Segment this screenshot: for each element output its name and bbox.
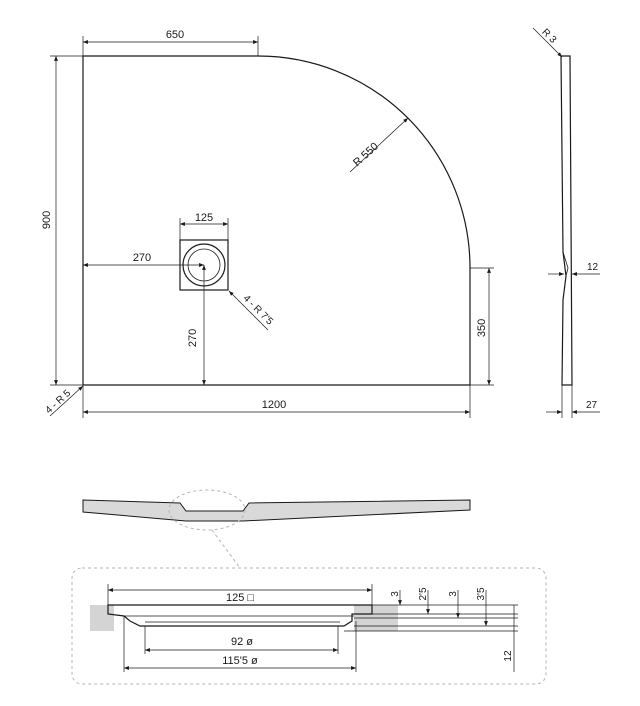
center-thickness-label: 12 (587, 262, 599, 273)
dimension-drain-size: 125 (179, 212, 229, 240)
section-view (82, 489, 471, 569)
detail-callout-circle (168, 489, 246, 531)
dimension-outer-diameter: 115'5 ø (123, 616, 357, 672)
edge-thickness-label: 27 (586, 400, 598, 411)
section-profile (82, 499, 471, 522)
square-label: 125 □ (226, 592, 254, 604)
detail-callout-leader (211, 529, 241, 569)
width-label: 1200 (262, 399, 286, 411)
side-straight-label: 350 (476, 319, 488, 337)
edge-radius-label: R 3 (539, 27, 558, 46)
dimension-arc-radius: R 550 (349, 117, 409, 173)
drain-size-label: 125 (195, 212, 213, 224)
dimension-square: 125 □ (107, 584, 373, 605)
top-straight-label: 650 (166, 29, 184, 41)
detail-frame (71, 567, 547, 685)
height-label: 900 (41, 211, 53, 229)
dimension-edge-thickness: 27 (546, 385, 600, 418)
drain-offset-y-label: 270 (187, 329, 199, 347)
tray-section-left (90, 605, 114, 631)
outer-diameter-label: 115'5 ø (222, 655, 258, 667)
dimension-inner-diameter: 92 ø (144, 626, 339, 654)
side-view: R 3 12 27 (532, 27, 600, 418)
dimension-depth: 12 (503, 605, 515, 672)
corner-radius-label: 4 - R 5 (43, 388, 73, 417)
dimension-side-straight: 350 (470, 267, 494, 386)
dimension-drain-offset-x: 270 (83, 252, 204, 267)
plan-view: 650 900 1200 350 R 550 (41, 29, 494, 418)
dimension-edge-radius: R 3 (532, 27, 563, 58)
side-profile (560, 55, 573, 386)
dimension-drain-offset-y: 270 (187, 265, 206, 385)
inner-diameter-label: 92 ø (231, 636, 253, 648)
drain-offset-x-label: 270 (133, 252, 151, 264)
step-label-3: 3 (448, 591, 459, 597)
step-label-4: 3'5 (476, 587, 487, 600)
tray-outline (82, 55, 471, 386)
dimension-width: 1200 (82, 385, 471, 418)
dimension-center-thickness: 12 (548, 262, 600, 276)
arc-radius-label: R 550 (351, 140, 381, 169)
step-label-2: 2'5 (418, 587, 429, 600)
detail-view: 125 □ 92 ø 115'5 ø 3 2'5 3 3'5 (71, 567, 547, 685)
drain-radius-label: 4 - R 7'5 (241, 293, 276, 328)
dimension-corner-radius: 4 - R 5 (43, 385, 84, 417)
step-label-1: 3 (390, 591, 401, 597)
drain-profile (107, 604, 373, 627)
dimension-height: 900 (41, 55, 83, 386)
depth-label: 12 (503, 650, 514, 662)
dimension-top-straight: 650 (82, 29, 259, 56)
dimension-drain-radius: 4 - R 7'5 (228, 290, 276, 331)
